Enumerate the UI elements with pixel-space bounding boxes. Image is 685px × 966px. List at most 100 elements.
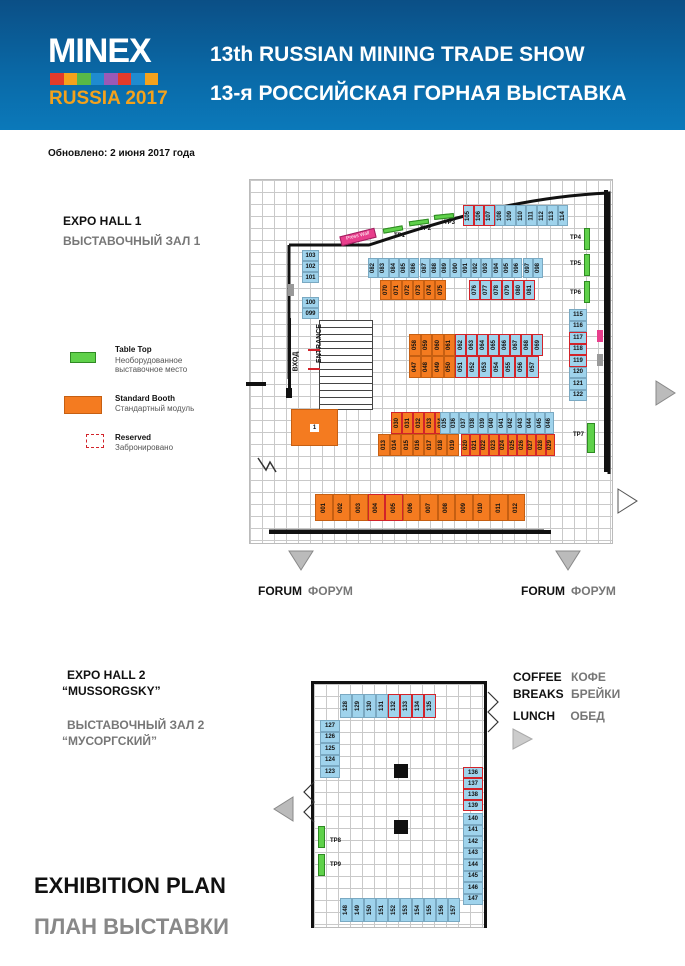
booth-106[interactable]: 106: [473, 205, 484, 226]
booth-131[interactable]: 131: [376, 694, 388, 718]
table-top-tp4[interactable]: [584, 228, 590, 250]
booth-073[interactable]: 073: [413, 280, 424, 300]
booth-146[interactable]: 146: [463, 882, 483, 894]
booth-026[interactable]: 026: [517, 434, 527, 456]
booth-070[interactable]: 070: [380, 280, 391, 300]
booth-080[interactable]: 080: [513, 280, 524, 300]
booth-097[interactable]: 097: [522, 258, 533, 278]
booth-108[interactable]: 108: [494, 205, 505, 226]
booth-081[interactable]: 081: [524, 280, 535, 300]
booth-114[interactable]: 114: [557, 205, 568, 226]
booth-003[interactable]: 003: [350, 494, 368, 521]
booth-072[interactable]: 072: [402, 280, 413, 300]
booth-142[interactable]: 142: [463, 836, 483, 848]
booth-056[interactable]: 056: [515, 356, 527, 378]
booth-057[interactable]: 057: [527, 356, 539, 378]
booth-122[interactable]: 122: [569, 389, 587, 401]
booth-154[interactable]: 154: [412, 898, 424, 922]
booth-111[interactable]: 111: [526, 205, 537, 226]
booth-086[interactable]: 086: [409, 258, 420, 278]
booth-075[interactable]: 075: [435, 280, 446, 300]
booth-047[interactable]: 047: [409, 356, 421, 378]
booth-052[interactable]: 052: [467, 356, 479, 378]
booth-098[interactable]: 098: [532, 258, 544, 278]
booth-151[interactable]: 151: [376, 898, 388, 922]
table-top-tp8[interactable]: [318, 826, 325, 848]
booth-087[interactable]: 087: [419, 258, 430, 278]
booth-025[interactable]: 025: [508, 434, 518, 456]
booth-016[interactable]: 016: [412, 434, 424, 456]
booth-040[interactable]: 040: [487, 412, 497, 434]
booth-017[interactable]: 017: [424, 434, 436, 456]
booth-147[interactable]: 147: [463, 893, 483, 905]
booth-140[interactable]: 140: [463, 813, 483, 825]
booth-143[interactable]: 143: [463, 847, 483, 859]
booth-156[interactable]: 156: [436, 898, 448, 922]
booth-144[interactable]: 144: [463, 859, 483, 871]
booth-116[interactable]: 116: [569, 320, 587, 332]
booth-009[interactable]: 009: [455, 494, 473, 521]
booth-045[interactable]: 045: [535, 412, 545, 434]
booth-011[interactable]: 011: [490, 494, 508, 521]
booth-042[interactable]: 042: [506, 412, 516, 434]
booth-065[interactable]: 065: [488, 334, 499, 356]
booth-068[interactable]: 068: [521, 334, 532, 356]
booth-015[interactable]: 015: [401, 434, 413, 456]
booth-083[interactable]: 083: [378, 258, 389, 278]
booth-043[interactable]: 043: [516, 412, 526, 434]
booth-039[interactable]: 039: [478, 412, 488, 434]
booth-141[interactable]: 141: [463, 824, 483, 836]
booth-153[interactable]: 153: [400, 898, 412, 922]
booth-029[interactable]: 029: [545, 434, 555, 456]
booth-134[interactable]: 134: [412, 694, 424, 718]
booth-101[interactable]: 101: [302, 272, 319, 283]
booth-126[interactable]: 126: [320, 731, 340, 743]
booth-155[interactable]: 155: [424, 898, 436, 922]
booth-129[interactable]: 129: [352, 694, 364, 718]
booth-107[interactable]: 107: [484, 205, 495, 226]
booth-125[interactable]: 125: [320, 743, 340, 755]
booth-079[interactable]: 079: [502, 280, 513, 300]
booth-048[interactable]: 048: [420, 356, 432, 378]
booth-030[interactable]: 030: [391, 412, 402, 434]
booth-032[interactable]: 032: [413, 412, 424, 434]
booth-120[interactable]: 120: [569, 366, 587, 378]
booth-123[interactable]: 123: [320, 766, 340, 778]
booth-059[interactable]: 059: [420, 334, 432, 356]
booth-074[interactable]: 074: [424, 280, 435, 300]
booth-137[interactable]: 137: [463, 778, 483, 789]
booth-066[interactable]: 066: [499, 334, 510, 356]
booth-105[interactable]: 105: [463, 205, 474, 226]
booth-002[interactable]: 002: [332, 494, 350, 521]
booth-036[interactable]: 036: [449, 412, 459, 434]
booth-004[interactable]: 004: [367, 494, 385, 521]
booth-130[interactable]: 130: [364, 694, 376, 718]
booth-132[interactable]: 132: [388, 694, 400, 718]
booth-103[interactable]: 103: [302, 250, 319, 261]
booth-019[interactable]: 019: [447, 434, 459, 456]
booth-093[interactable]: 093: [481, 258, 492, 278]
booth-092[interactable]: 092: [471, 258, 482, 278]
booth-050[interactable]: 050: [443, 356, 455, 378]
booth-060[interactable]: 060: [432, 334, 444, 356]
booth-133[interactable]: 133: [400, 694, 412, 718]
booth-099[interactable]: 099: [302, 308, 319, 319]
booth-069[interactable]: 069: [532, 334, 543, 356]
booth-088[interactable]: 088: [429, 258, 441, 278]
booth-076[interactable]: 076: [469, 280, 480, 300]
table-top-tp6[interactable]: [584, 281, 590, 303]
table-top-tp5[interactable]: [584, 254, 590, 276]
booth-112[interactable]: 112: [536, 205, 547, 226]
booth-031[interactable]: 031: [402, 412, 413, 434]
table-top-tp7[interactable]: [587, 423, 595, 453]
booth-150[interactable]: 150: [364, 898, 376, 922]
booth-094[interactable]: 094: [491, 258, 502, 278]
booth-117[interactable]: 117: [569, 332, 587, 344]
booth-118[interactable]: 118: [569, 343, 587, 355]
booth-022[interactable]: 022: [479, 434, 490, 456]
booth-152[interactable]: 152: [388, 898, 400, 922]
booth-091[interactable]: 091: [460, 258, 471, 278]
booth-037[interactable]: 037: [459, 412, 469, 434]
booth-006[interactable]: 006: [402, 494, 420, 521]
booth-115[interactable]: 115: [569, 309, 587, 321]
